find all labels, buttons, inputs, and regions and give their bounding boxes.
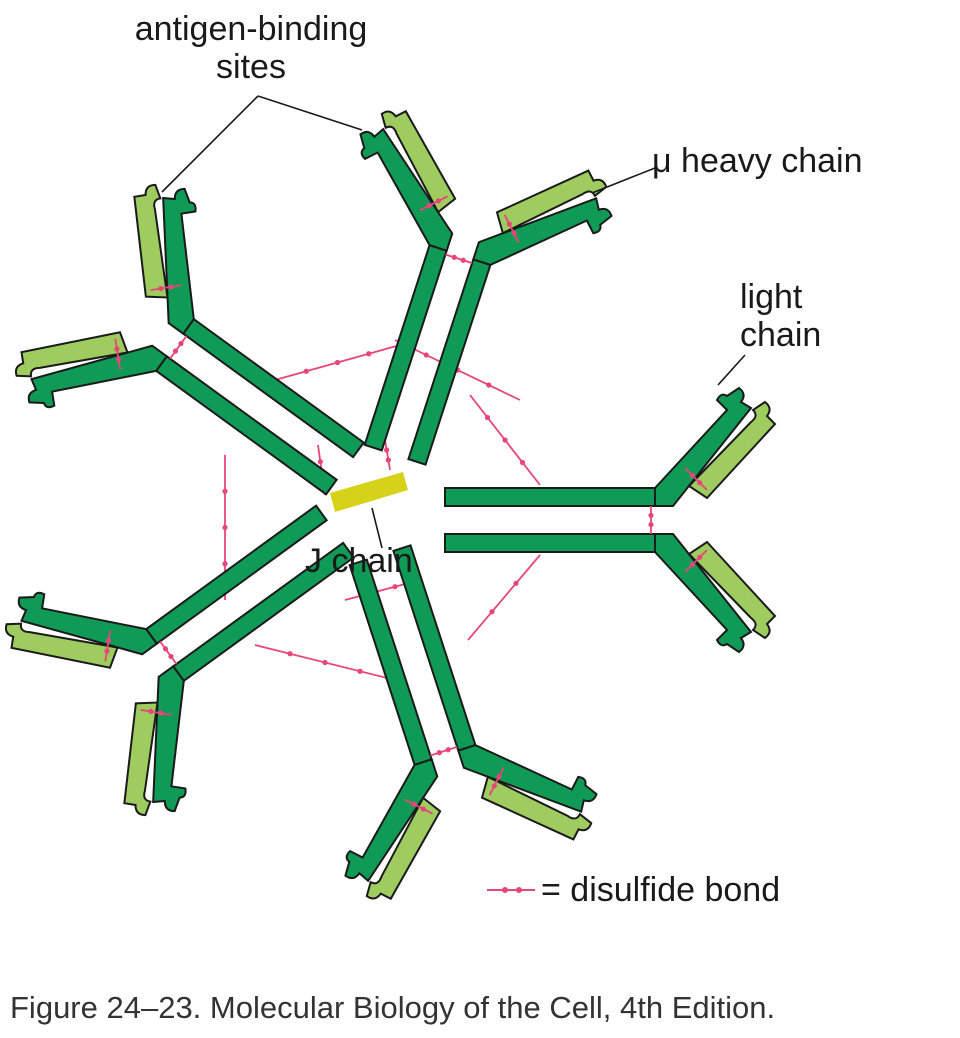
disulfide-bond-heavy-light-upper [419,195,448,212]
j-chain-label: J chain [305,542,413,580]
disulfide-bond-inter-4 [254,644,396,681]
light-chain-label-line1: light [740,278,803,316]
figure-caption: Figure 24–23. Molecular Biology of the C… [10,990,776,1025]
light-chain-label: light chain [740,278,821,354]
heavy-chain-arm-upper [27,344,169,409]
disulfide-bond-heavy-light-upper [114,338,122,370]
disulfide-bond-jchain-2 [384,439,391,471]
light-chain-upper [123,701,159,817]
j-chain-leader [371,507,383,549]
heavy-chain-arm-lower [162,187,197,336]
disulfide-bond-hinge [430,746,458,757]
light-chain-upper [480,775,593,841]
disulfide-bond-hinge [648,506,654,534]
antibody-unit-2 [359,109,613,466]
disulfide-bond-heavy-light-upper [140,708,172,716]
antigen-binding-label-line2: sites [216,48,286,87]
disulfide-bond-heavy-light-upper [684,467,708,491]
heavy-chain-arm-lower [654,533,753,654]
light-chain-lower [365,796,442,901]
antigen-binding-leader-right [257,95,363,131]
light-chain-upper [14,331,129,378]
legend-text: = disulfide bond [541,871,781,909]
light-chain-lower [687,540,777,640]
disulfide-bond-heavy-light-lower [503,214,520,243]
antigen-binding-label-line1: antigen-binding [134,10,368,48]
disulfide-bond-heavy-light-lower [150,284,182,292]
antibody-unit-3 [14,183,366,496]
j-chain-layer [330,472,408,512]
mu-heavy-chain-leader [591,167,656,194]
heavy-chain-arm-lower [17,591,159,656]
legend: = disulfide bond [485,871,780,909]
disulfide-bond-heavy-light-lower [684,549,708,573]
heavy-chain-arm-upper [457,744,598,814]
heavy-chain-arm-lower [344,758,439,883]
disulfide-bond-hinge [169,335,188,360]
antigen-binding-leader-left [161,95,259,193]
disulfide-bond-inter-1 [469,394,541,486]
j-chain-bar [330,472,408,512]
leader-lines-layer [161,95,746,549]
heavy-chain-arm-upper [654,386,753,507]
disulfide-bond-heavy-light-lower [404,798,433,815]
disulfide-bond-heavy-light-lower [104,630,112,662]
heavy-chain-arm-upper [359,127,454,252]
light-chain-lower [133,183,169,299]
light-chain-leader [717,354,746,386]
heavy-chain-stem-lower [444,533,656,553]
antigen-binding-sites-label: antigen-binding sites [96,10,406,86]
light-chain-label-line2: chain [740,316,822,355]
disulfide-bond-heavy-light-upper [488,767,505,796]
antibody-units-layer [4,109,777,901]
light-chain-upper [687,400,777,500]
disulfide-bond-inter-2 [274,344,401,381]
disulfide-bond-hinge [159,640,178,665]
heavy-chain-arm-upper [152,664,187,813]
antibody-unit-5 [344,544,598,901]
disulfide-bond-inter-5 [467,554,541,641]
antibody-unit-1 [444,386,777,654]
antibody-unit-4 [4,504,356,817]
mu-heavy-chain-label: μ heavy chain [652,142,863,180]
disulfide-bond-hinge [445,253,473,264]
light-chain-lower [4,622,119,669]
light-chain-upper [380,109,457,214]
heavy-chain-stem-upper [444,487,656,507]
disulfide-bond-legend-icon [487,887,535,894]
heavy-chain-arm-lower [472,196,613,266]
